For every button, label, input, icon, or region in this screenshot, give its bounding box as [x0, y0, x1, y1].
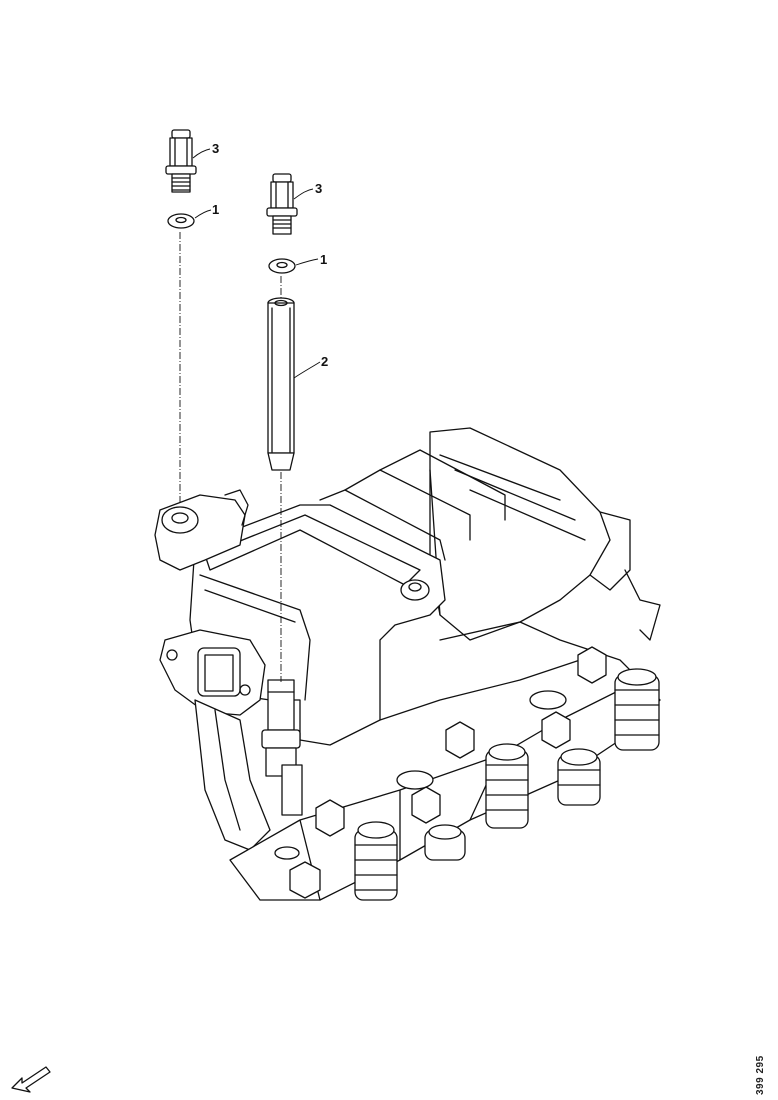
callout-number: 3: [212, 141, 219, 156]
adapter-fitting-right: [266, 173, 298, 235]
callout-number: 1: [320, 252, 327, 267]
front-direction-arrow-icon: [11, 1066, 51, 1093]
sealing-washer-left: [167, 213, 195, 229]
callout-number: 1: [212, 202, 219, 217]
callout-number: 3: [315, 181, 322, 196]
assembly-centerlines: [179, 232, 282, 682]
extension-tube: [267, 297, 295, 471]
engine-cylinder-head-illustration: [154, 427, 661, 901]
sealing-washer-right: [268, 258, 296, 274]
adapter-fitting-left: [165, 129, 197, 193]
callout-number: 2: [321, 354, 328, 369]
callout-leaders: [192, 148, 321, 379]
illustration-reference-code: 399 295: [755, 1055, 766, 1095]
